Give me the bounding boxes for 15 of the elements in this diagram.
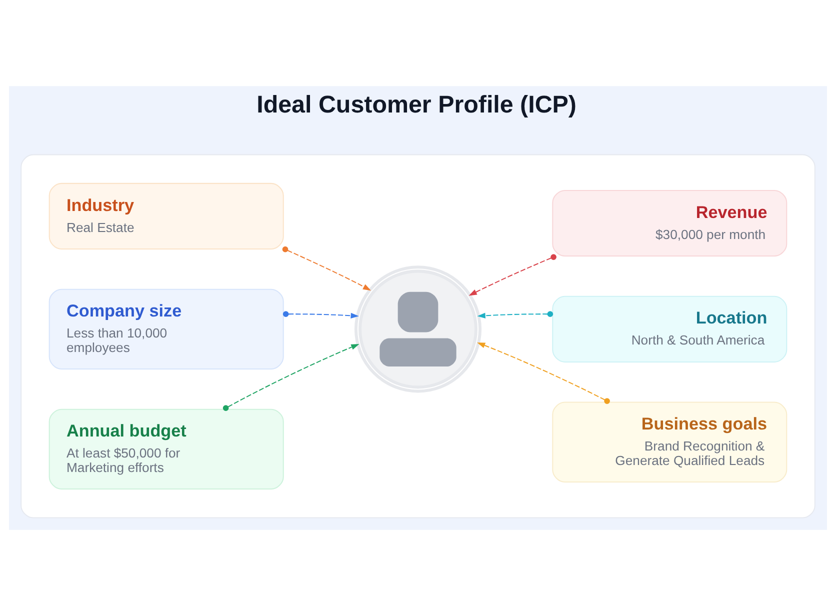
diagram-title: Ideal Customer Profile (ICP) (256, 91, 576, 118)
arrow (222, 343, 359, 410)
arrow (282, 310, 358, 318)
node-box: Company size Less than 10,000 employees (48, 288, 284, 370)
arrow (476, 342, 610, 404)
node-box: Annual budget At least $50,000 for Marketing efforts (48, 408, 284, 490)
node-person (354, 265, 482, 392)
arrow (468, 254, 556, 296)
node-box: Location North & South America (552, 295, 787, 362)
cluster (20, 154, 815, 518)
arrow (282, 246, 371, 290)
arrow (476, 310, 553, 318)
node-box: Industry Real Estate (48, 182, 284, 249)
node-box: Business goals Brand Recognition & Generate Qualified Leads (552, 401, 787, 482)
node-box: Revenue $30,000 per month (552, 190, 787, 256)
